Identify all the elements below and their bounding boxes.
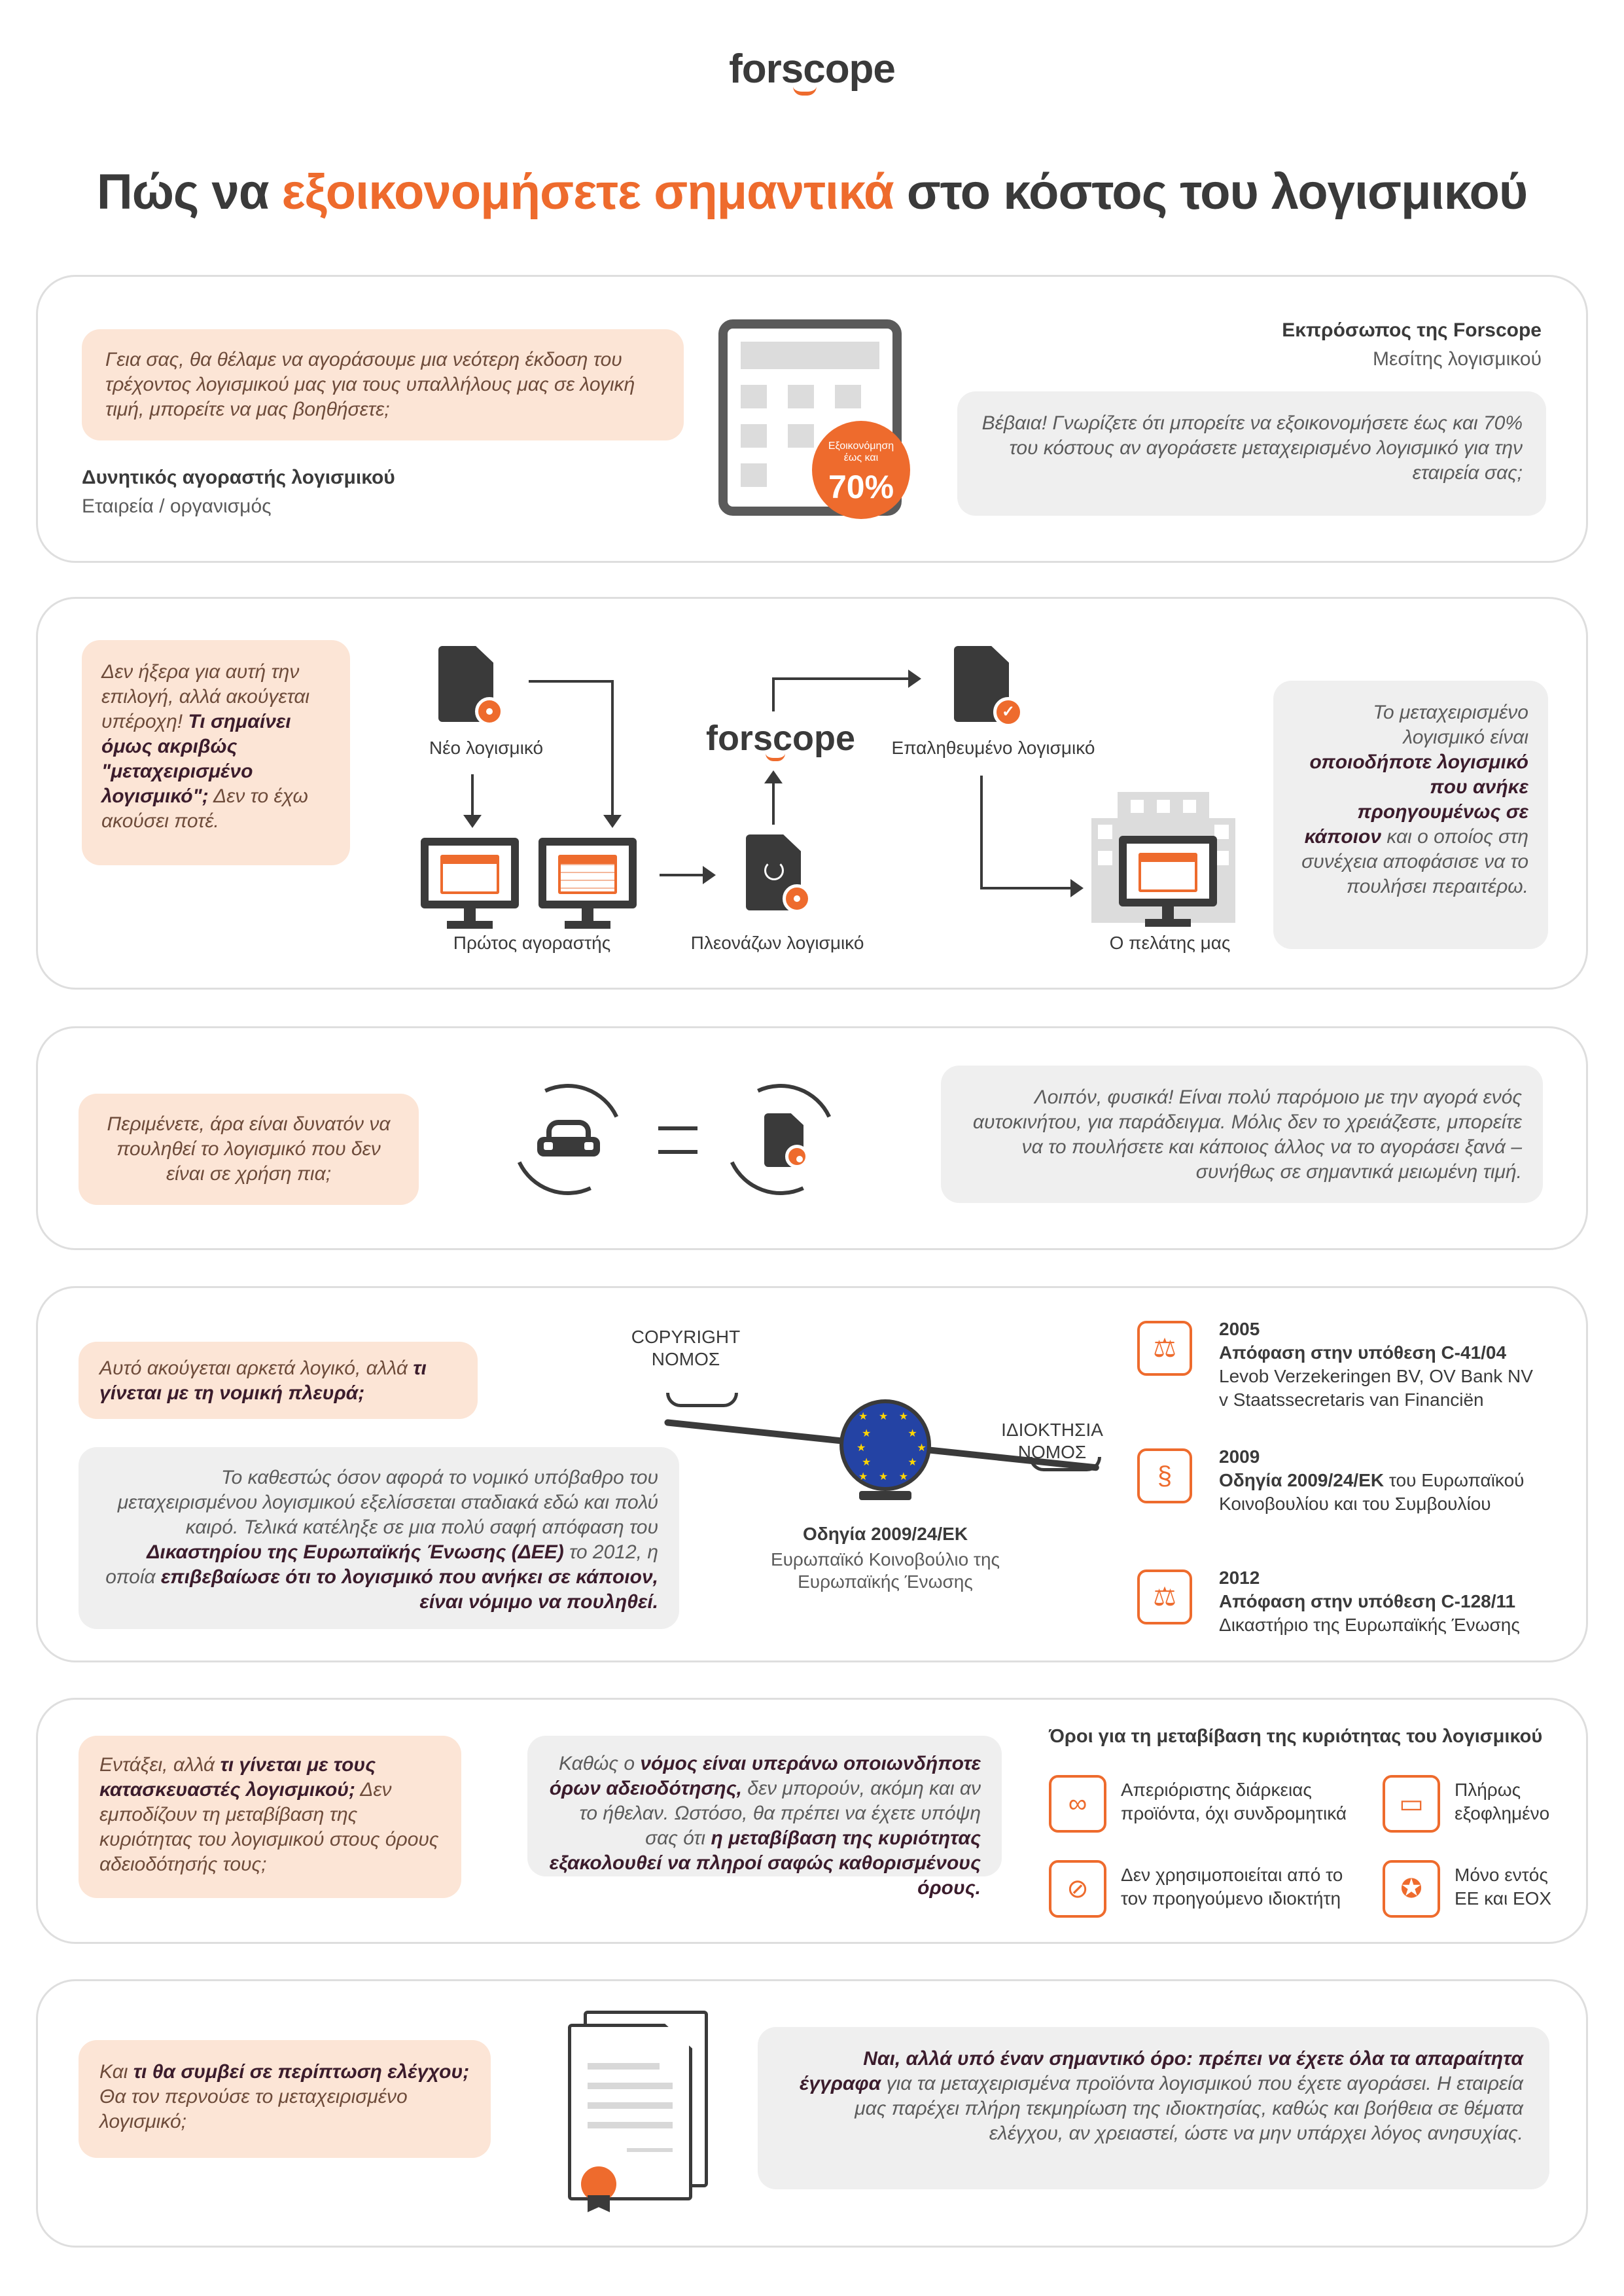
label-client: Ο πελάτης μας (1109, 933, 1231, 953)
question-bubble-6: Και τι θα συμβεί σε περίπτωση ελέγχου; Θ… (79, 2040, 491, 2158)
answer-bubble-5: Καθώς ο νόμος είναι υπεράνω οποιωνδήποτε… (527, 1736, 1002, 1899)
forscope-logo: forscope (720, 46, 904, 105)
gavel-icon: ⚖ (1137, 1570, 1192, 1624)
logo-text: forscope (729, 46, 896, 92)
documents-icon (561, 2011, 718, 2212)
panel-audit: Και τι θα συμβεί σε περίπτωση ελέγχου; Θ… (36, 1979, 1588, 2248)
question-bubble-3: Περιμένετε, άρα είναι δυνατόν να πουληθε… (79, 1094, 419, 1205)
answer-bubble-6: Ναι, αλλά υπό έναν σημαντικό όρο: πρέπει… (758, 2027, 1549, 2189)
equals-icon (658, 1126, 697, 1155)
buyer-bubble: Γεια σας, θα θέλαμε να αγοράσουμε μια νε… (82, 329, 684, 440)
eu-flag-icon: ★ ★ ★ ★★ ★★ ★★ ★ ★ ★ (839, 1399, 931, 1491)
timeline-2005: 2005 Απόφαση στην υπόθεση C-41/04 Levob … (1219, 1319, 1533, 1410)
car-icon (537, 1120, 600, 1159)
savings-badge: Εξοικονόμηση έως και 70% (812, 421, 910, 519)
no-monitor-icon: ⊘ (1049, 1860, 1106, 1918)
logo-smile-icon (793, 86, 817, 96)
arrow-head-icon (463, 815, 482, 828)
question-bubble-4: Αυτό ακούγεται αρκετά λογικό, αλλά τι γί… (79, 1342, 478, 1419)
panel-analogy: Περιμένετε, άρα είναι δυνατόν να πουληθε… (36, 1026, 1588, 1250)
rep-bubble: Βέβαια! Γνωρίζετε ότι μπορείτε να εξοικο… (957, 391, 1546, 516)
paragraph-icon: § (1137, 1448, 1192, 1503)
buyer-name: Δυνητικός αγοραστής λογισμικού (82, 467, 395, 488)
monitor-icon (421, 838, 519, 908)
eu-stars-icon: ✪ (1383, 1860, 1440, 1918)
forscope-logo-mid: forscope (705, 718, 856, 761)
paid-invoice-icon: ▭ (1383, 1775, 1440, 1833)
arrow-right-top (529, 680, 614, 683)
answer-bubble-3: Λοιπόν, φυσικά! Είναι πολύ παρόμοιο με τ… (941, 1066, 1543, 1203)
calculator-icon (718, 319, 902, 516)
refresh-icon (764, 861, 784, 880)
infinity-icon: ∞ (1049, 1775, 1106, 1833)
rep-name: Εκπρόσωπος της Forscope (1282, 319, 1542, 341)
directive-subtitle: Ευρωπαϊκό Κοινοβούλιο της Ευρωπαϊκής Ένω… (770, 1549, 1000, 1592)
question-bubble-5: Εντάξει, αλλά τι γίνεται με τους κατασκε… (79, 1736, 461, 1898)
answer-bubble-2: Το μεταχειρισμένο λογισμικό είναι οποιοδ… (1273, 681, 1548, 949)
orange-disc-icon (785, 1145, 809, 1168)
rep-role: Μεσίτης λογισμικού (1373, 348, 1542, 370)
panel-definition: Δεν ήξερα για αυτή την επιλογή, αλλά ακο… (36, 597, 1588, 990)
gavel-icon: ⚖ (1137, 1321, 1192, 1376)
panel-manufacturers: Εντάξει, αλλά τι γίνεται με τους κατασκε… (36, 1698, 1588, 1944)
client-monitor-icon (1119, 836, 1217, 906)
label-verified: Επαληθευμένο λογισμικό (891, 738, 1095, 758)
scale-base (859, 1491, 911, 1500)
arrow-down-left (471, 774, 474, 817)
orange-disc-icon (475, 697, 504, 726)
timeline-2012: 2012 Απόφαση στην υπόθεση C-128/11 Δικασ… (1219, 1568, 1520, 1635)
monitor-icon (538, 838, 637, 908)
buyer-role: Εταιρεία / οργανισμός (82, 495, 272, 517)
logo-smile-icon (766, 753, 785, 761)
label-first-buyer: Πρώτος αγοραστής (453, 933, 611, 953)
timeline-2009: 2009 Οδηγία 2009/24/ΕΚ του Ευρωπαϊκού Κο… (1219, 1446, 1525, 1514)
label-surplus: Πλεονάζων λογισμικό (690, 933, 864, 953)
legal-text-bubble: Το καθεστώς όσον αφορά το νομικό υπόβαθρ… (79, 1447, 679, 1629)
page-title: Πώς να εξοικονομήσετε σημαντικά στο κόστ… (96, 164, 1528, 220)
directive-title: Οδηγία 2009/24/ΕΚ (802, 1524, 968, 1544)
panel-legal: Αυτό ακούγεται αρκετά λογικό, αλλά τι γί… (36, 1286, 1588, 1662)
verified-check-icon: ✓ (993, 697, 1023, 727)
conditions-title: Όροι για τη μεταβίβαση της κυριότητας το… (1049, 1726, 1543, 1747)
label-new-software: Νέο λογισμικό (429, 738, 544, 758)
panel-intro: Γεια σας, θα θέλαμε να αγοράσουμε μια νε… (36, 275, 1588, 563)
scale-left-pan (666, 1393, 738, 1407)
question-bubble-2: Δεν ήξερα για αυτή την επιλογή, αλλά ακο… (82, 640, 350, 865)
orange-disc-icon (783, 884, 811, 913)
